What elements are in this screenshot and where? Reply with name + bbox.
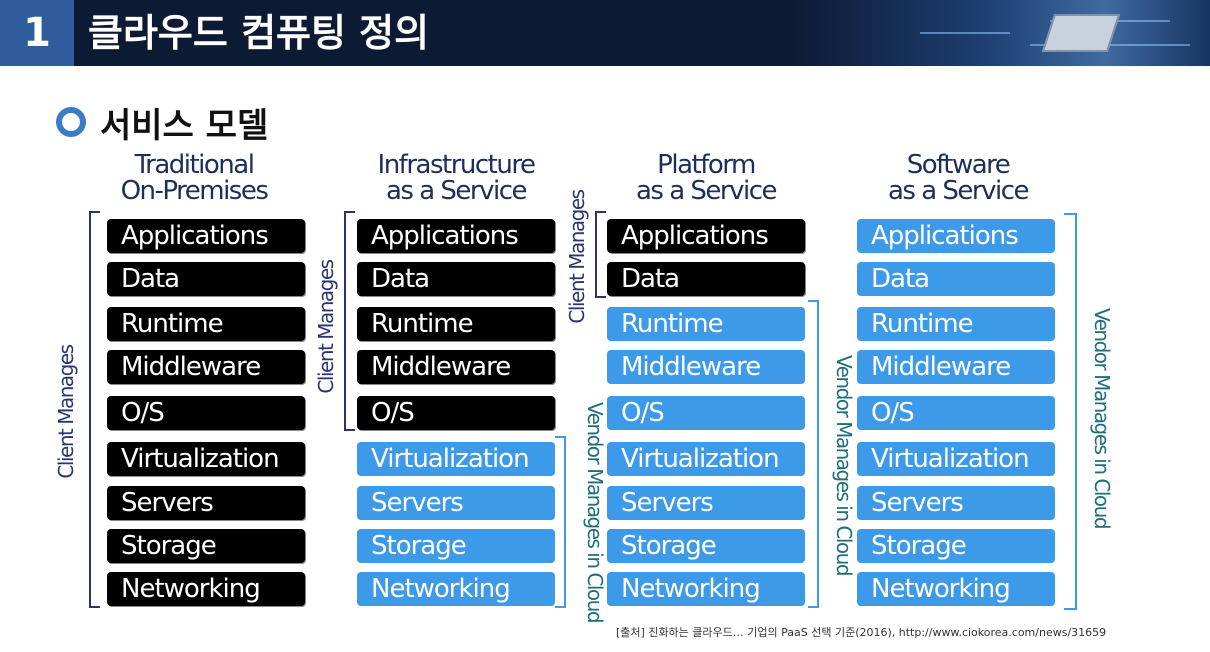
layer-cell-virtualization: Virtualization <box>107 442 305 476</box>
layer-cell-applications: Applications <box>357 219 555 253</box>
client-bracket-iaas <box>344 211 355 431</box>
layer-cell-middleware: Middleware <box>357 350 555 384</box>
bullet-icon <box>56 107 86 137</box>
layer-cell-networking: Networking <box>857 572 1055 606</box>
layer-cell-servers: Servers <box>107 486 305 520</box>
vendor-manages-label: Vendor Manages in Cloud <box>583 401 607 623</box>
client-manages-label: Client Manages <box>54 345 78 479</box>
layer-cell-data: Data <box>357 262 555 296</box>
layer-cell-runtime: Runtime <box>607 307 805 341</box>
title-line: as a Service <box>385 176 528 206</box>
layer-cell-networking: Networking <box>357 572 555 606</box>
client-bracket-on-premises <box>89 211 100 608</box>
layer-cell-runtime: Runtime <box>357 307 555 341</box>
layer-cell-middleware: Middleware <box>607 350 805 384</box>
vendor-manages-label: Vendor Manages in Cloud <box>832 354 856 576</box>
layer-cell-virtualization: Virtualization <box>857 442 1055 476</box>
title-line: On-Premises <box>120 176 269 206</box>
layer-cell-servers: Servers <box>857 486 1055 520</box>
title-line: as a Service <box>635 176 778 206</box>
title-line: Software <box>906 150 1011 180</box>
layer-cell-runtime: Runtime <box>107 307 305 341</box>
layer-cell-servers: Servers <box>607 486 805 520</box>
circuit-line <box>920 32 1010 34</box>
source-citation: [출처] 진화하는 클라우드… 기업의 PaaS 선택 기준(2016), ht… <box>616 626 1107 639</box>
column-title-on-premises: Traditional On-Premises <box>74 152 314 204</box>
layer-cell-applications: Applications <box>857 219 1055 253</box>
layer-cell-applications: Applications <box>607 219 805 253</box>
layer-cell-data: Data <box>107 262 305 296</box>
layer-cell-virtualization: Virtualization <box>357 442 555 476</box>
layer-cell-middleware: Middleware <box>107 350 305 384</box>
layer-cell-storage: Storage <box>357 529 555 563</box>
layer-cell-os: O/S <box>607 396 805 430</box>
title-line: Traditional <box>134 150 255 180</box>
title-line: as a Service <box>887 176 1030 206</box>
page-title: 클라우드 컴퓨팅 정의 <box>88 11 430 55</box>
client-manages-label: Client Manages <box>565 190 589 324</box>
layer-cell-os: O/S <box>857 396 1055 430</box>
vendor-bracket-paas <box>808 300 819 608</box>
vendor-bracket-iaas <box>555 436 566 608</box>
layer-cell-os: O/S <box>107 396 305 430</box>
layer-cell-servers: Servers <box>357 486 555 520</box>
column-title-paas: Platform as a Service <box>586 152 826 204</box>
header-bar: 1 클라우드 컴퓨팅 정의 <box>0 0 1210 66</box>
layer-cell-storage: Storage <box>107 529 305 563</box>
layer-cell-virtualization: Virtualization <box>607 442 805 476</box>
section-heading: 서비스 모델 <box>56 98 268 146</box>
layer-cell-middleware: Middleware <box>857 350 1055 384</box>
client-bracket-paas <box>595 211 606 298</box>
section-title: 서비스 모델 <box>100 105 269 146</box>
layer-cell-networking: Networking <box>607 572 805 606</box>
layer-cell-os: O/S <box>357 396 555 430</box>
layer-cell-applications: Applications <box>107 219 305 253</box>
layer-cell-data: Data <box>607 262 805 296</box>
layer-cell-storage: Storage <box>857 529 1055 563</box>
title-line: Infrastructure <box>377 150 536 180</box>
layer-cell-runtime: Runtime <box>857 307 1055 341</box>
vendor-manages-label: Vendor Manages in Cloud <box>1090 307 1114 529</box>
vendor-bracket-saas <box>1064 213 1077 610</box>
column-title-saas: Software as a Service <box>838 152 1078 204</box>
layer-cell-data: Data <box>857 262 1055 296</box>
column-title-iaas: Infrastructure as a Service <box>336 152 576 204</box>
layer-cell-storage: Storage <box>607 529 805 563</box>
client-manages-label: Client Manages <box>314 260 338 394</box>
layer-cell-networking: Networking <box>107 572 305 606</box>
section-number: 1 <box>0 0 74 66</box>
title-line: Platform <box>657 150 756 180</box>
